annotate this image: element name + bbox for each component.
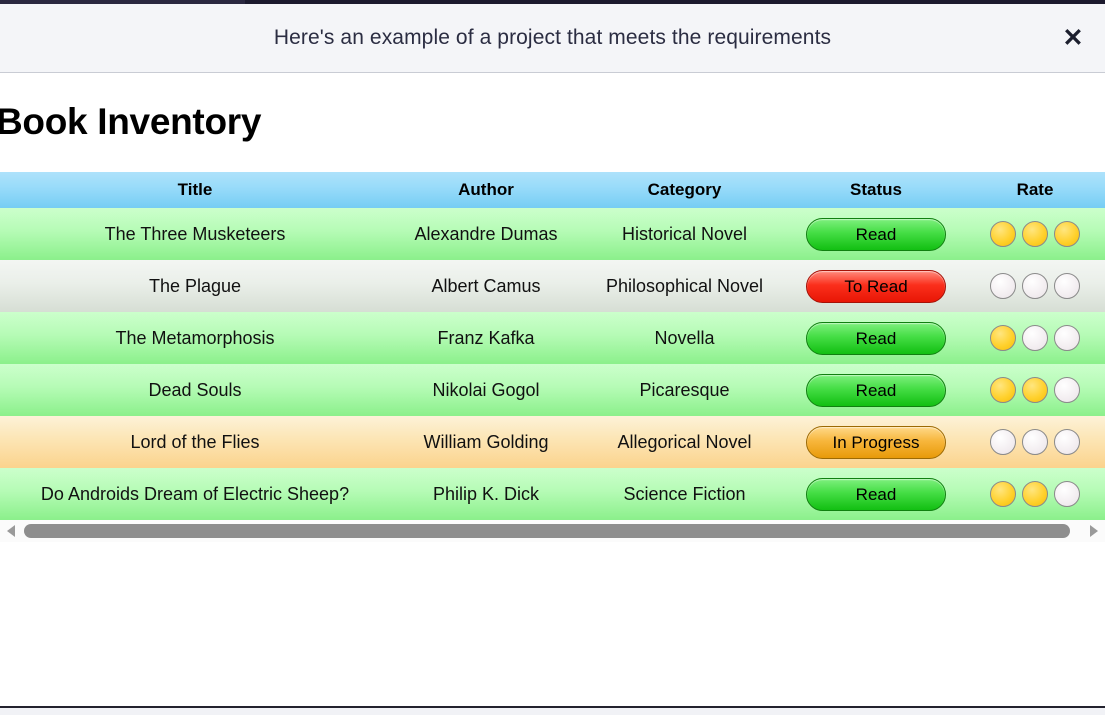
- rating-dot-empty[interactable]: [1054, 377, 1080, 403]
- rating-dot-empty[interactable]: [1022, 325, 1048, 351]
- cell-status: Read: [787, 312, 965, 364]
- footer-divider: [0, 706, 1105, 708]
- browser-chrome-strip: [0, 0, 1105, 4]
- cell-rate: [965, 364, 1105, 416]
- table-header-row: Title Author Category Status Rate: [0, 172, 1105, 208]
- browser-tab-sliver: [0, 0, 245, 4]
- cell-author: Philip K. Dick: [390, 468, 582, 520]
- cell-category: Philosophical Novel: [582, 260, 787, 312]
- column-header-status[interactable]: Status: [787, 172, 965, 208]
- cell-title: Do Androids Dream of Electric Sheep?: [0, 468, 390, 520]
- table-row[interactable]: Do Androids Dream of Electric Sheep?Phil…: [0, 468, 1105, 520]
- rating-dot-empty[interactable]: [990, 273, 1016, 299]
- cell-author: Alexandre Dumas: [390, 208, 582, 260]
- close-icon[interactable]: ✕: [1062, 23, 1084, 52]
- rating-dot-filled[interactable]: [1022, 221, 1048, 247]
- column-header-rate[interactable]: Rate: [965, 172, 1105, 208]
- cell-title: The Three Musketeers: [0, 208, 390, 260]
- rating-control[interactable]: [971, 481, 1099, 507]
- cell-author: Albert Camus: [390, 260, 582, 312]
- cell-status: To Read: [787, 260, 965, 312]
- cell-title: The Metamorphosis: [0, 312, 390, 364]
- status-badge[interactable]: To Read: [806, 269, 946, 303]
- rating-dot-filled[interactable]: [990, 481, 1016, 507]
- cell-title: Lord of the Flies: [0, 416, 390, 468]
- status-badge[interactable]: Read: [806, 217, 946, 251]
- page-content: Book Inventory Title Author Category Sta…: [0, 74, 1105, 715]
- rating-dot-filled[interactable]: [990, 221, 1016, 247]
- cell-rate: [965, 208, 1105, 260]
- column-header-author[interactable]: Author: [390, 172, 582, 208]
- rating-dot-filled[interactable]: [990, 377, 1016, 403]
- cell-rate: [965, 416, 1105, 468]
- rating-control[interactable]: [971, 273, 1099, 299]
- cell-category: Novella: [582, 312, 787, 364]
- cell-status: Read: [787, 468, 965, 520]
- cell-category: Allegorical Novel: [582, 416, 787, 468]
- book-inventory-table: Title Author Category Status Rate The Th…: [0, 172, 1105, 520]
- status-badge[interactable]: Read: [806, 321, 946, 355]
- status-badge[interactable]: Read: [806, 373, 946, 407]
- cell-title: The Plague: [0, 260, 390, 312]
- rating-dot-empty[interactable]: [1054, 273, 1080, 299]
- rating-dot-empty[interactable]: [990, 429, 1016, 455]
- page-title: Book Inventory: [0, 101, 262, 142]
- cell-rate: [965, 468, 1105, 520]
- scrollbar-thumb[interactable]: [24, 524, 1070, 538]
- rating-dot-empty[interactable]: [1022, 273, 1048, 299]
- cell-category: Picaresque: [582, 364, 787, 416]
- rating-dot-empty[interactable]: [1054, 429, 1080, 455]
- rating-dot-filled[interactable]: [1054, 221, 1080, 247]
- cell-category: Historical Novel: [582, 208, 787, 260]
- column-header-title[interactable]: Title: [0, 172, 390, 208]
- rating-dot-filled[interactable]: [1022, 481, 1048, 507]
- rating-dot-empty[interactable]: [1054, 325, 1080, 351]
- notification-banner: Here's an example of a project that meet…: [0, 4, 1105, 73]
- rating-control[interactable]: [971, 429, 1099, 455]
- rating-dot-filled[interactable]: [990, 325, 1016, 351]
- rating-control[interactable]: [971, 325, 1099, 351]
- cell-rate: [965, 260, 1105, 312]
- status-badge[interactable]: Read: [806, 477, 946, 511]
- cell-category: Science Fiction: [582, 468, 787, 520]
- cell-author: Franz Kafka: [390, 312, 582, 364]
- cell-title: Dead Souls: [0, 364, 390, 416]
- rating-control[interactable]: [971, 377, 1099, 403]
- cell-rate: [965, 312, 1105, 364]
- cell-status: Read: [787, 208, 965, 260]
- cell-status: Read: [787, 364, 965, 416]
- triangle-right-icon[interactable]: [1083, 520, 1105, 542]
- banner-message: Here's an example of a project that meet…: [273, 26, 832, 49]
- table-header: Title Author Category Status Rate: [0, 172, 1105, 208]
- cell-author: William Golding: [390, 416, 582, 468]
- cell-author: Nikolai Gogol: [390, 364, 582, 416]
- scrollbar-track[interactable]: [22, 520, 1083, 542]
- rating-dot-filled[interactable]: [1022, 377, 1048, 403]
- triangle-left-icon[interactable]: [0, 520, 22, 542]
- horizontal-scrollbar[interactable]: [0, 520, 1105, 542]
- rating-dot-empty[interactable]: [1054, 481, 1080, 507]
- status-badge[interactable]: In Progress: [806, 425, 946, 459]
- cell-status: In Progress: [787, 416, 965, 468]
- book-inventory-table-container: Title Author Category Status Rate The Th…: [0, 172, 1105, 520]
- rating-dot-empty[interactable]: [1022, 429, 1048, 455]
- rating-control[interactable]: [971, 221, 1099, 247]
- column-header-category[interactable]: Category: [582, 172, 787, 208]
- footer-strip: [0, 708, 1105, 715]
